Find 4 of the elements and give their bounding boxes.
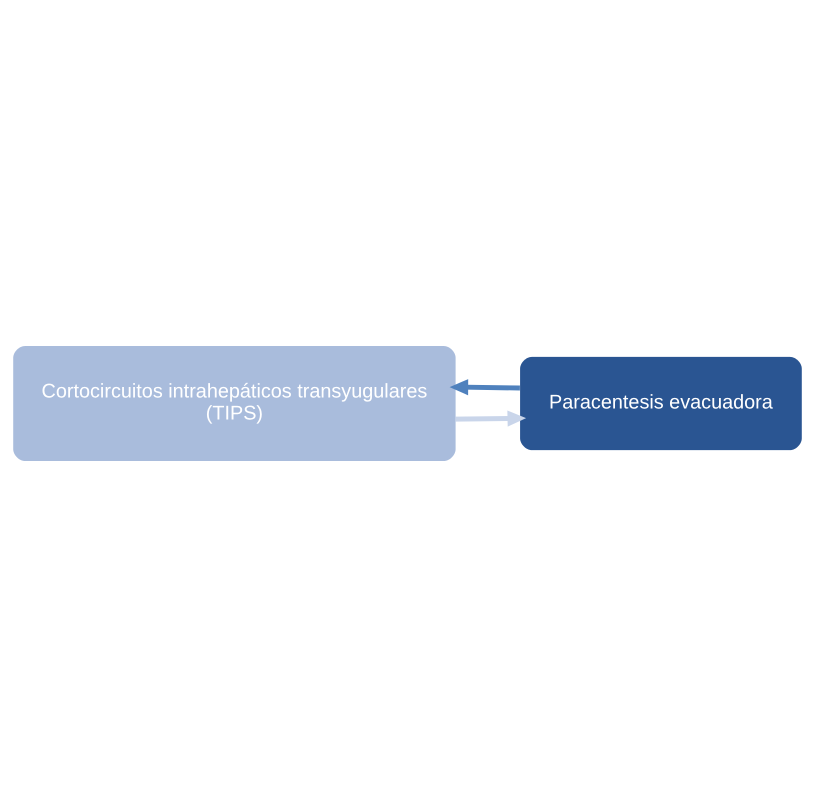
node-box: Paracentesis evacuadora bbox=[520, 356, 802, 450]
arrow bbox=[456, 410, 526, 427]
arrow bbox=[450, 379, 520, 396]
node-box: Cortocircuitos intrahepáticos transyugulares (TIPS) bbox=[13, 346, 456, 462]
